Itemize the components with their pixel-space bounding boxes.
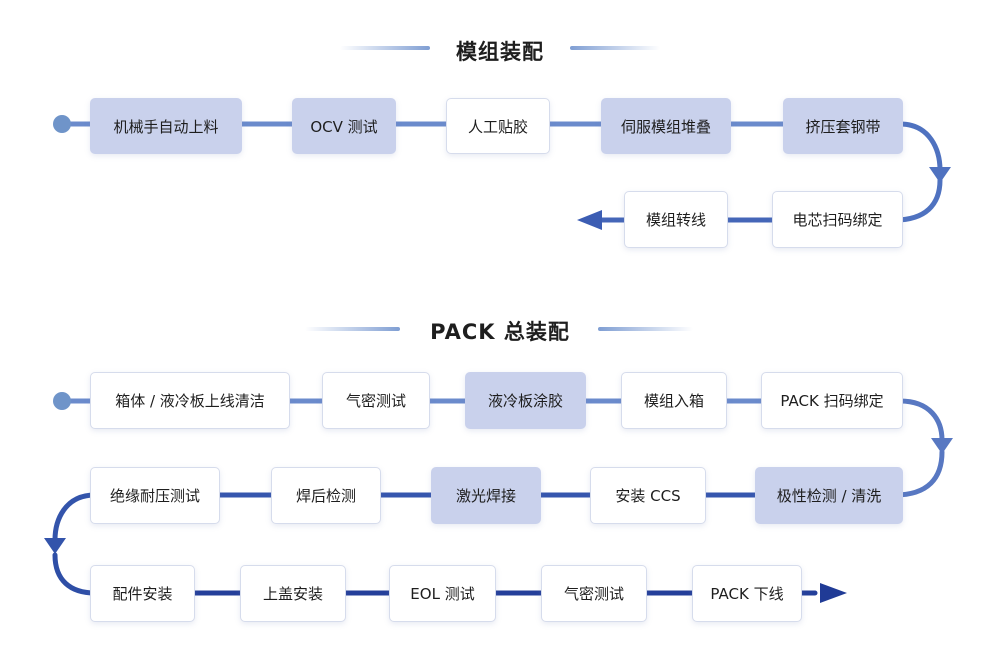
pack-start-dot [53, 392, 71, 410]
pack-step-air-tightness-test: 气密测试 [322, 372, 430, 429]
pack-step-cold-plate-gluing: 液冷板涂胶 [465, 372, 586, 429]
pack-end-arrow-icon [820, 583, 847, 603]
pack-turn2-curve-lower [52, 552, 98, 596]
pack-step-pack-offline: PACK 下线 [692, 565, 802, 622]
module-title-right-bar [570, 46, 660, 50]
module-turn-curve [897, 121, 943, 173]
module-step-ocv-test: OCV 测试 [292, 98, 396, 154]
pack-step-housing-cleaning: 箱体 / 液冷板上线清洁 [90, 372, 290, 429]
module-turn-arrow-icon [929, 167, 951, 183]
pack-step-polarity-check: 极性检测 / 清洗 [755, 467, 903, 524]
pack-step-accessory-install: 配件安装 [90, 565, 195, 622]
pack-step-eol-test: EOL 测试 [389, 565, 496, 622]
module-step-robot-loading: 机械手自动上料 [90, 98, 242, 154]
module-step-cell-scan: 电芯扫码绑定 [772, 191, 903, 248]
pack-step-pack-scan: PACK 扫码绑定 [761, 372, 903, 429]
module-start-dot [53, 115, 71, 133]
pack-turn2-curve [52, 492, 98, 543]
pack-step-laser-welding: 激光焊接 [431, 467, 541, 524]
pack-turn1-arrow-icon [931, 438, 953, 454]
pack-turn2-arrow-icon [44, 538, 66, 554]
pack-step-air-tightness-test-2: 气密测试 [541, 565, 647, 622]
module-section-title: 模组装配 [456, 40, 544, 64]
pack-step-post-weld-inspection: 焊后检测 [271, 467, 381, 524]
module-end-arrow-icon [577, 210, 602, 230]
module-title-left-bar [340, 46, 430, 50]
module-step-manual-tape: 人工贴胶 [446, 98, 550, 154]
pack-step-module-boxing: 模组入箱 [621, 372, 727, 429]
pack-step-install-ccs: 安装 CCS [590, 467, 706, 524]
pack-turn1-curve-lower [892, 449, 945, 498]
pack-turn1-curve [897, 398, 945, 443]
pack-step-insulation-test: 绝缘耐压测试 [90, 467, 220, 524]
pack-title-left-bar [305, 327, 400, 331]
module-step-servo-stacking: 伺服模组堆叠 [601, 98, 731, 154]
pack-step-top-cover-install: 上盖安装 [240, 565, 346, 622]
pack-section-title: PACK 总装配 [430, 320, 570, 344]
module-step-transfer: 模组转线 [624, 191, 728, 248]
module-step-steel-band: 挤压套钢带 [783, 98, 903, 154]
pack-title-right-bar [598, 327, 693, 331]
